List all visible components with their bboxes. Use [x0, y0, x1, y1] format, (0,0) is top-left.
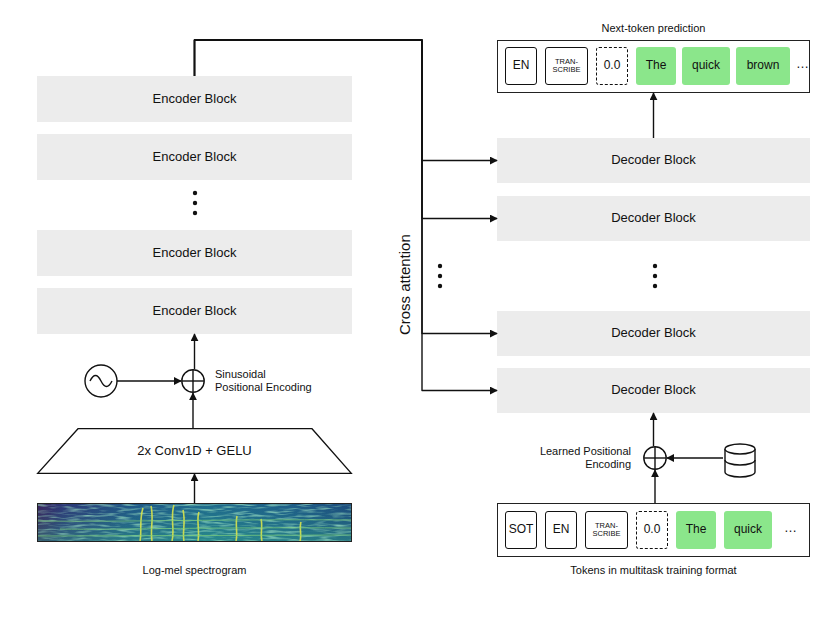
token-label: quick	[734, 523, 762, 537]
token: TRAN- SCRIBE	[545, 47, 588, 85]
encoding-label: Learned Positional Encoding	[532, 445, 631, 470]
flow-arrow	[654, 470, 655, 503]
token-label: quick	[692, 59, 720, 73]
token: EN	[505, 47, 537, 85]
conv-layer: 2x Conv1D + GELU	[37, 428, 352, 474]
embedding-cylinder	[725, 444, 755, 477]
add-node: Learned Positional Encoding	[643, 446, 667, 470]
token-label: TRAN- SCRIBE	[588, 522, 625, 538]
caption: Tokens in multitask training format	[498, 564, 809, 577]
token-label: brown	[747, 59, 780, 73]
token-sequence: Next-token prediction…ENTRAN- SCRIBE0.0T…	[497, 40, 810, 93]
token: The	[676, 511, 716, 549]
ellipsis: …	[784, 521, 797, 536]
token-label: 0.0	[604, 59, 621, 73]
decoder-block: Decoder Block	[497, 311, 810, 356]
encoder-block: Encoder Block	[37, 230, 352, 276]
token-label: TRAN- SCRIBE	[548, 58, 585, 74]
layer-label: 2x Conv1D + GELU	[137, 444, 252, 459]
ellipsis: …	[796, 57, 809, 72]
block-label: Decoder Block	[611, 326, 696, 341]
block-label: Decoder Block	[611, 383, 696, 398]
decoder-block: Decoder Block	[497, 196, 810, 241]
sine-symbol	[85, 365, 117, 397]
token-label: The	[686, 523, 707, 537]
encoding-label: Sinusoidal Positional Encoding	[215, 368, 314, 393]
spectrogram-art	[37, 503, 352, 542]
block-label: Encoder Block	[153, 92, 237, 107]
cross-attention-connector	[195, 40, 498, 219]
cross-attention-connector	[195, 40, 498, 391]
token: The	[636, 47, 676, 85]
flow-arrow	[653, 93, 654, 138]
token: brown	[736, 47, 790, 85]
add-symbol	[643, 446, 667, 470]
token: EN	[545, 511, 577, 549]
caption: Log-mel spectrogram	[38, 564, 351, 577]
flow-arrow	[653, 413, 654, 446]
block-label: Encoder Block	[153, 246, 237, 261]
token-label: The	[646, 59, 667, 73]
cross-attention-connector	[195, 40, 498, 161]
token-label: EN	[553, 523, 570, 537]
block-label: Decoder Block	[611, 211, 696, 226]
add-symbol	[181, 369, 205, 393]
token: 0.0	[596, 47, 628, 85]
block-label: Decoder Block	[611, 153, 696, 168]
token-label: SOT	[509, 523, 534, 537]
token-label: 0.0	[644, 523, 661, 537]
encoder-block: Encoder Block	[37, 134, 352, 180]
encoder-block: Encoder Block	[37, 76, 352, 122]
add-node: Sinusoidal Positional Encoding	[181, 369, 205, 393]
sequence-title: Next-token prediction	[498, 22, 809, 35]
cross-attention-label: Cross attention	[396, 215, 413, 355]
encoding-arrow	[117, 380, 181, 381]
embedding-arrow	[667, 457, 723, 458]
flow-arrow	[194, 474, 195, 503]
block-label: Encoder Block	[153, 304, 237, 319]
decoder-block: Decoder Block	[497, 368, 810, 413]
cross-attention-connector	[195, 40, 498, 334]
token: 0.0	[636, 511, 668, 549]
flow-arrow	[194, 334, 195, 369]
token: quick	[724, 511, 772, 549]
token: quick	[682, 47, 730, 85]
encoder-block: Encoder Block	[37, 288, 352, 334]
decoder-block: Decoder Block	[497, 138, 810, 183]
flow-arrow	[192, 393, 193, 428]
token-sequence: Tokens in multitask training format…SOTE…	[497, 503, 810, 557]
token: TRAN- SCRIBE	[585, 511, 628, 549]
spectrogram: Log-mel spectrogram	[37, 503, 352, 542]
token-label: EN	[513, 59, 530, 73]
token: SOT	[505, 511, 537, 549]
block-label: Encoder Block	[153, 150, 237, 165]
